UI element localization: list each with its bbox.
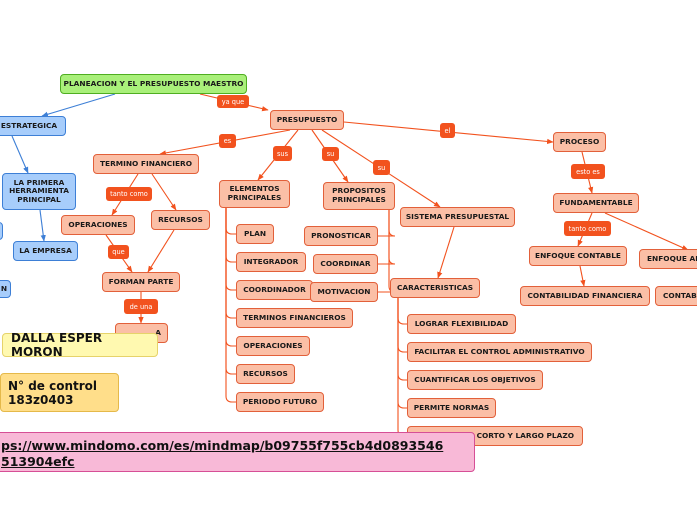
herramienta-line-3: PRINCIPAL (17, 194, 61, 204)
caracteristica-normas[interactable]: PERMITE NORMAS (407, 398, 496, 418)
edge-node-left-2[interactable]: N (0, 280, 11, 298)
elemento-terminos-financieros[interactable]: TERMINOS FINANCIEROS (236, 308, 353, 328)
label-es: es (219, 134, 236, 148)
contabilidad-financiera-node[interactable]: CONTABILIDAD FINANCIERA (520, 286, 650, 306)
herramienta-node[interactable]: LA PRIMERA HERRAMIENTA PRINCIPAL (2, 173, 76, 210)
proposito-coordinar[interactable]: COORDINAR (313, 254, 378, 274)
elemento-integrador[interactable]: INTEGRADOR (236, 252, 306, 272)
termino-financiero-node[interactable]: TERMINO FINANCIERO (93, 154, 199, 174)
link-sistema-caracteristicas (437, 226, 455, 279)
forman-parte-node[interactable]: FORMAN PARTE (102, 272, 180, 292)
elemento-coordinador[interactable]: COORDINADOR (236, 280, 313, 300)
elementos-principales-node[interactable]: ELEMENTOS PRINCIPALES (219, 180, 290, 208)
elementos-line-1: ELEMENTOS (229, 184, 280, 194)
label-su-2: su (373, 160, 390, 175)
label-el: el (440, 123, 455, 138)
link-elementos-item-2 (225, 208, 236, 291)
elemento-recursos[interactable]: RECURSOS (236, 364, 295, 384)
control-line-2: 183z0403 (8, 392, 74, 407)
propositos-line-2: PRINCIPALES (332, 195, 386, 204)
caracteristica-objetivos[interactable]: CUANTIFICAR LOS OBJETIVOS (407, 370, 543, 390)
operaciones-node[interactable]: OPERACIONES (61, 215, 135, 235)
contab-node[interactable]: CONTAB (655, 286, 697, 306)
label-tanto-como-2: tanto como (564, 221, 611, 236)
proceso-node[interactable]: PROCESO (553, 132, 606, 152)
link-elementos-item-0 (225, 208, 236, 235)
link-caracteristicas-item-4 (397, 298, 407, 437)
link-caracteristicas-item-1 (397, 298, 407, 353)
link-caracteristicas-item-2 (397, 298, 407, 381)
link-propositos-item-1 (378, 210, 396, 265)
mindmap-link[interactable]: ps://www.mindomo.com/es/mindmap/b09755f7… (0, 432, 475, 472)
control-number-card: N° de control 183z0403 (0, 373, 119, 412)
link-termino-recursos (151, 173, 177, 211)
link-line-2[interactable]: 513904efc (1, 454, 75, 470)
estrategica-node[interactable]: ESTRATEGICA (0, 116, 66, 136)
link-elementos-item-3 (225, 208, 236, 319)
label-que: que (108, 245, 129, 259)
herramienta-line-1: LA PRIMERA (13, 177, 65, 187)
link-elementos-item-4 (225, 208, 236, 347)
propositos-line-1: PROPOSITOS (332, 186, 386, 196)
sistema-presupuestal-node[interactable]: SISTEMA PRESUPUESTAL (400, 207, 515, 227)
elementos-line-2: PRINCIPALES (227, 193, 282, 202)
elemento-operaciones[interactable]: OPERACIONES (236, 336, 310, 356)
link-elementos-item-6 (225, 208, 236, 403)
link-propositos-item-0 (378, 210, 396, 237)
link-elementos-item-1 (225, 208, 236, 263)
propositos-principales-node[interactable]: PROPOSITOS PRINCIPALES (323, 182, 395, 210)
elemento-periodo-futuro[interactable]: PERIODO FUTURO (236, 392, 324, 412)
caracteristica-control[interactable]: FACILITAR EL CONTROL ADMINISTRATIVO (407, 342, 592, 362)
link-caracteristicas-item-3 (397, 298, 407, 409)
label-su-1: su (322, 147, 339, 161)
link-root-estrategica (41, 93, 116, 117)
link-estrategica-herramienta (11, 135, 29, 174)
author-card: DALLA ESPER MORON (2, 331, 158, 359)
label-esto-es: esto es (571, 164, 605, 179)
caracteristicas-node[interactable]: CARACTERISTICAS (390, 278, 480, 298)
root-node[interactable]: PLANEACION Y EL PRESUPUESTO MAESTRO (60, 74, 247, 94)
recursos-node[interactable]: RECURSOS (151, 210, 210, 230)
enfoque-ad-node[interactable]: ENFOQUE AD (639, 249, 697, 269)
link-caracteristicas-item-0 (397, 298, 407, 325)
caracteristica-flexibilidad[interactable]: LOGRAR FLEXIBILIDAD (407, 314, 516, 334)
label-sus: sus (273, 146, 292, 161)
enfoque-contable-node[interactable]: ENFOQUE CONTABLE (529, 246, 627, 266)
link-recursos-forman (147, 229, 175, 273)
label-ya-que: ya que (217, 95, 249, 108)
control-line-1: N° de control (8, 379, 98, 393)
link-line-1[interactable]: ps://www.mindomo.com/es/mindmap/b09755f7… (1, 438, 444, 453)
proposito-motivacion[interactable]: MOTIVACION (310, 282, 378, 302)
link-enfoque-contabilidad (579, 265, 586, 287)
label-de-una: de una (124, 299, 158, 314)
link-herramienta-empresa (39, 209, 46, 242)
fundamentable-node[interactable]: FUNDAMENTABLE (553, 193, 639, 213)
edge-node-left-1[interactable] (0, 222, 3, 240)
proposito-pronosticar[interactable]: PRONOSTICAR (304, 226, 378, 246)
label-tanto-como-1: tanto como (106, 187, 152, 201)
elemento-plan[interactable]: PLAN (236, 224, 274, 244)
presupuesto-node[interactable]: PRESUPUESTO (270, 110, 344, 130)
empresa-node[interactable]: LA EMPRESA (13, 241, 78, 261)
herramienta-line-2: HERRAMIENTA (9, 186, 69, 196)
link-fundamentable-enfoque-ad (604, 212, 689, 251)
